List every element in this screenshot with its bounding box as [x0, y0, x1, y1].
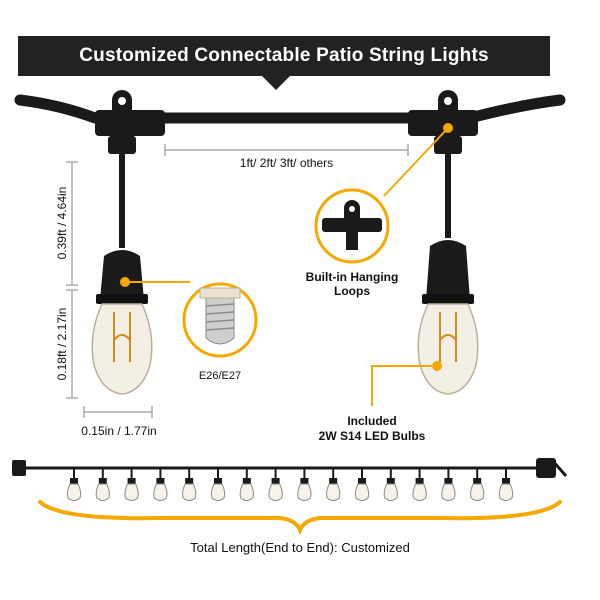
- male-plug-icon: [12, 460, 26, 476]
- string-bulb: [153, 468, 168, 501]
- connector-cord: [550, 459, 568, 477]
- string-bulb: [124, 468, 139, 501]
- hanging-loops-label-line1: Built-in Hanging: [305, 270, 399, 284]
- loop-callout-line: [383, 127, 449, 197]
- spacing-label: 1ft/ 2ft/ 3ft/ others: [239, 156, 334, 170]
- bulb-string-illustration: [12, 458, 568, 501]
- string-bulb: [412, 468, 427, 501]
- string-bulb: [66, 468, 82, 501]
- banner-pointer: [262, 76, 290, 90]
- bulb-callout-line: [371, 365, 432, 406]
- socket-marker-dot: [120, 277, 130, 287]
- right-bulb-filament: [439, 312, 457, 362]
- string-bulb: [383, 468, 398, 501]
- right-socket: [426, 240, 470, 300]
- socket-height-label: 0.39ft / 4.64in: [55, 186, 69, 260]
- string-bulb: [498, 468, 514, 501]
- bulb-height-label: 0.18ft / 2.17in: [55, 307, 69, 381]
- total-length-brace: [38, 500, 562, 536]
- right-bulb: [417, 303, 479, 395]
- left-junction-stem: [108, 136, 136, 154]
- left-junction: [95, 110, 165, 136]
- string-bulb: [354, 468, 370, 501]
- hanging-loops-label-line2: Loops: [334, 284, 370, 298]
- base-type-label: E26/E27: [198, 370, 242, 382]
- string-bulb: [326, 468, 341, 501]
- female-connector-icon: [536, 458, 556, 478]
- string-bulb: [182, 468, 197, 501]
- included-bulbs-label: Included 2W S14 LED Bulbs: [312, 414, 432, 444]
- left-bulb: [91, 303, 153, 395]
- string-bulb: [95, 468, 110, 501]
- string-bulb: [268, 468, 283, 501]
- string-bulb: [470, 468, 485, 501]
- right-junction: [408, 110, 478, 136]
- total-length-label: Total Length(End to End): Customized: [190, 540, 410, 555]
- page-title: Customized Connectable Patio String Ligh…: [79, 45, 489, 66]
- right-junction-stem: [434, 136, 462, 154]
- string-bulb: [210, 468, 226, 501]
- string-bulb: [297, 468, 312, 501]
- bulb-width-label: 0.15in / 1.77in: [81, 424, 157, 438]
- title-banner: [18, 36, 550, 76]
- string-bulb: [441, 468, 456, 501]
- string-bulb: [239, 468, 254, 501]
- left-bulb-filament: [113, 312, 131, 362]
- hanging-loops-label: Built-in Hanging Loops: [302, 270, 402, 298]
- included-bulbs-label-line2: 2W S14 LED Bulbs: [318, 429, 426, 443]
- left-socket: [100, 250, 144, 300]
- included-bulbs-label-line1: Included: [347, 414, 397, 428]
- bulb-marker-dot: [432, 361, 442, 371]
